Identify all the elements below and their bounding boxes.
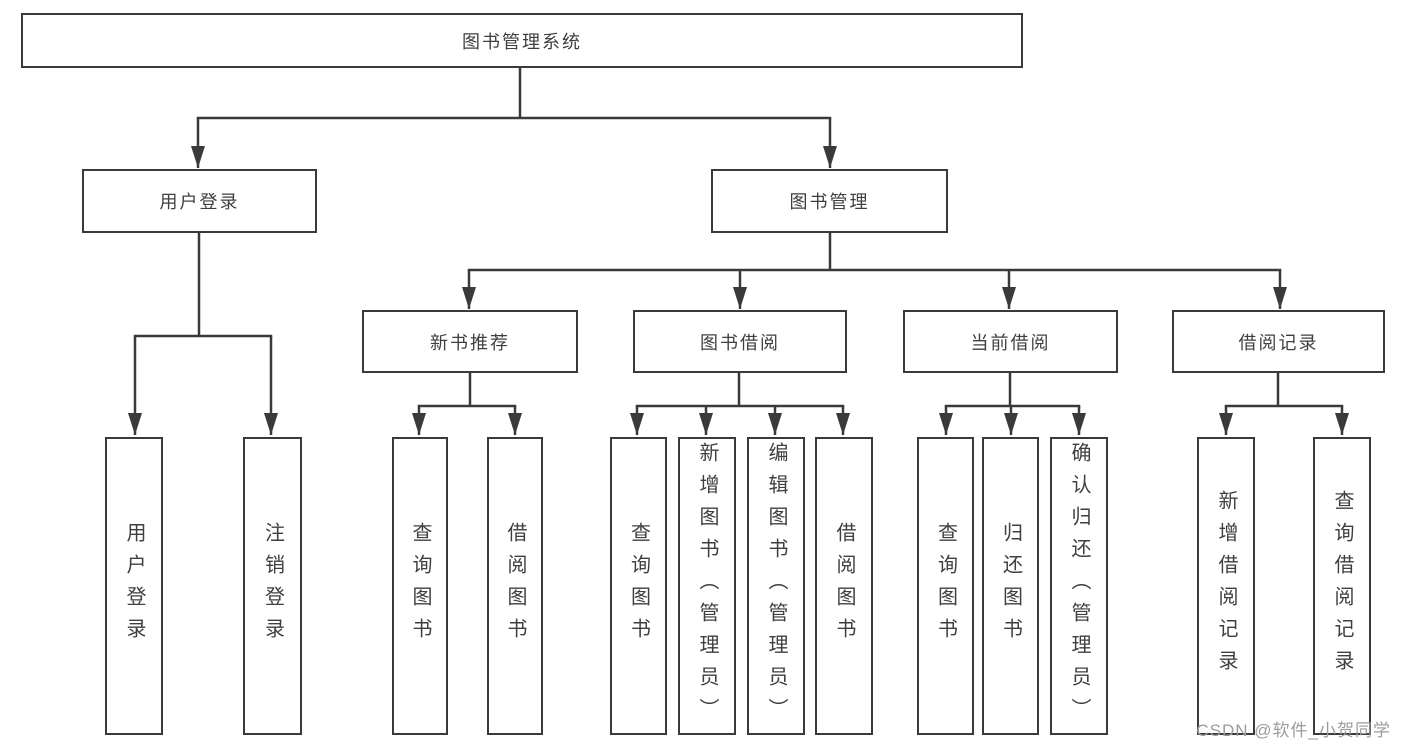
node-root-system: 图书管理系统 [21,13,1023,68]
csdn-watermark: CSDN @软件_小贺同学 [1196,721,1391,740]
leaf-return-books: 归还图书 [982,437,1039,735]
leaf-recommend-query-books: 查询图书 [392,437,448,735]
leaf-edit-books-admin: 编辑图书（管理员） [747,437,805,735]
node-book-borrow: 图书借阅 [633,310,847,373]
node-user-login-branch: 用户登录 [82,169,317,233]
leaf-current-query-books: 查询图书 [917,437,974,735]
leaf-borrow-books: 借阅图书 [815,437,873,735]
leaf-confirm-return-admin: 确认归还（管理员） [1050,437,1108,735]
leaf-query-borrow-record: 查询借阅记录 [1313,437,1371,735]
leaf-user-login: 用户登录 [105,437,163,735]
node-current-borrow: 当前借阅 [903,310,1118,373]
leaf-recommend-borrow-books: 借阅图书 [487,437,543,735]
node-new-book-recommend: 新书推荐 [362,310,578,373]
node-borrow-records: 借阅记录 [1172,310,1385,373]
leaf-borrow-query-books: 查询图书 [610,437,667,735]
leaf-logout: 注销登录 [243,437,302,735]
leaf-add-borrow-record: 新增借阅记录 [1197,437,1255,735]
node-book-management-branch: 图书管理 [711,169,948,233]
leaf-add-books-admin: 新增图书（管理员） [678,437,736,735]
